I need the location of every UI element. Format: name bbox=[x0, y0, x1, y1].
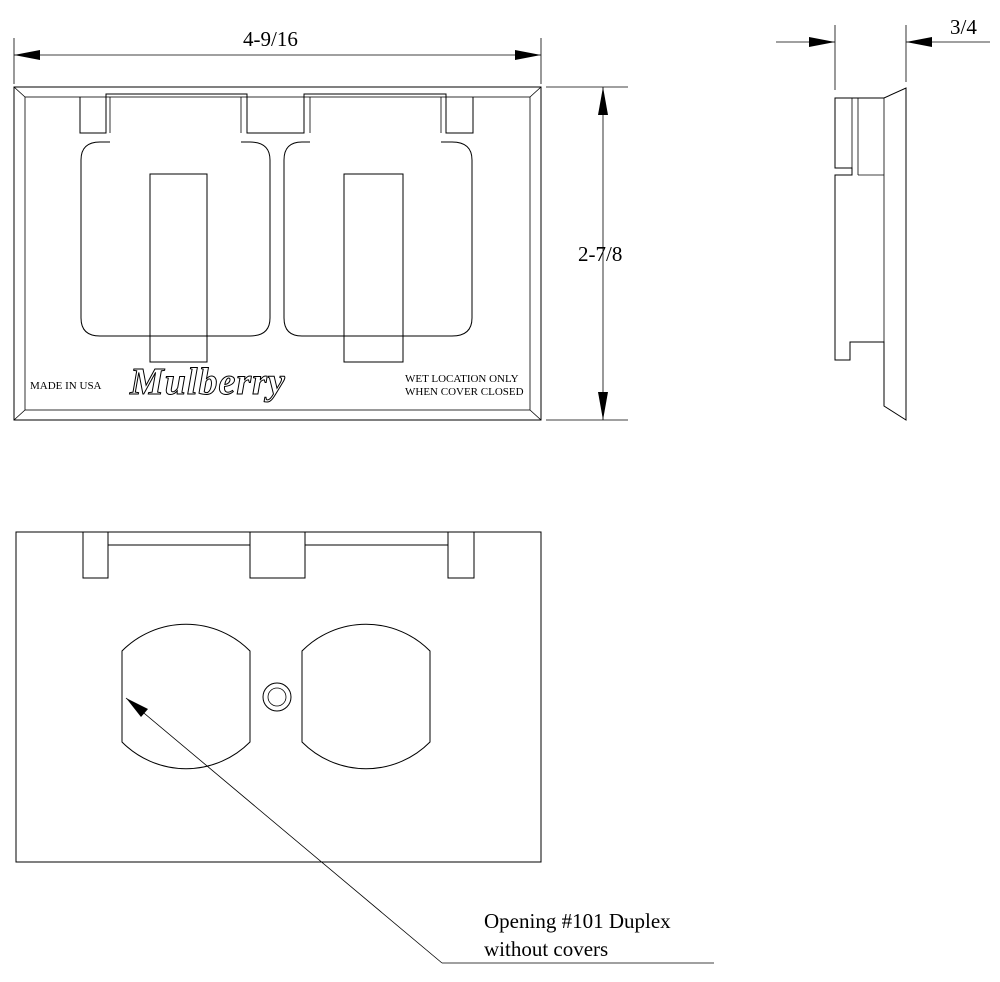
left-cover-latch bbox=[149, 173, 208, 363]
callout-line1: Opening #101 Duplex bbox=[484, 909, 671, 933]
screw-hole-inner bbox=[267, 687, 287, 707]
callout-line2: without covers bbox=[484, 937, 608, 961]
right-cover-latch bbox=[343, 173, 404, 363]
opening-hinge-tabs bbox=[82, 532, 475, 579]
width-dimension: 4-9/16 bbox=[13, 27, 542, 84]
side-view: 3/4 bbox=[776, 15, 990, 421]
depth-dimension: 3/4 bbox=[776, 15, 990, 90]
brand-logo: Mulberry bbox=[129, 361, 286, 403]
screw-hole bbox=[262, 682, 292, 712]
depth-dimension-label: 3/4 bbox=[950, 15, 977, 39]
side-profile bbox=[834, 87, 907, 421]
plate-outline bbox=[13, 86, 542, 421]
callout-leader bbox=[125, 697, 714, 964]
left-duplex-opening bbox=[121, 623, 251, 770]
right-duplex-opening bbox=[301, 623, 431, 770]
plate-bevel bbox=[24, 96, 531, 411]
height-dimension: 2-7/8 bbox=[546, 86, 628, 421]
opening-plate-outline bbox=[15, 531, 542, 863]
height-dimension-label: 2-7/8 bbox=[578, 242, 622, 266]
hinge-tabs bbox=[79, 93, 474, 134]
width-dimension-label: 4-9/16 bbox=[243, 27, 298, 51]
left-cover bbox=[80, 141, 271, 337]
wet-location-line2: WHEN COVER CLOSED bbox=[405, 386, 524, 398]
wet-location-line1: WET LOCATION ONLY bbox=[405, 373, 519, 385]
opening-view: Opening #101 Duplex without covers bbox=[15, 531, 714, 964]
right-cover bbox=[283, 141, 473, 337]
front-view: MADE IN USA Mulberry WET LOCATION ONLY W… bbox=[13, 27, 628, 421]
made-in-label: MADE IN USA bbox=[30, 380, 102, 392]
